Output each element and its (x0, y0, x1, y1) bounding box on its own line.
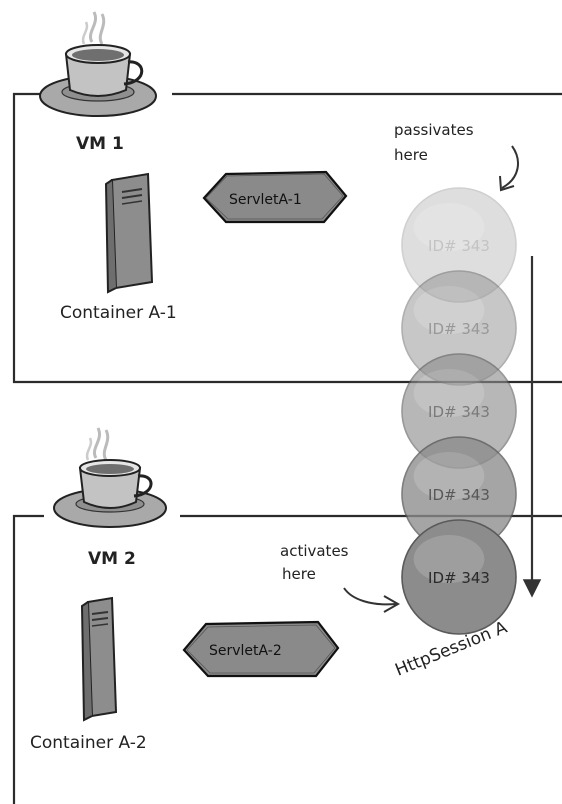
session-id-label: ID# 343 (428, 569, 490, 587)
activates-label: activates (280, 542, 349, 560)
passivates-curved-arrow-icon (502, 146, 518, 188)
migration-arrowhead-icon (524, 580, 540, 596)
passivates-here-label: here (394, 146, 428, 164)
activates-curved-arrow-icon (344, 588, 396, 604)
session-id-label: ID# 343 (428, 320, 490, 338)
session-id-label: ID# 343 (428, 486, 490, 504)
vm2-coffee-cup-icon (54, 428, 166, 527)
vm1-server-icon (106, 174, 152, 292)
session-circle: ID# 343 (402, 520, 516, 634)
vm2-servlet-label: ServletA-2 (209, 643, 282, 659)
vm2-container-label: Container A-2 (30, 733, 147, 753)
session-id-label: ID# 343 (428, 403, 490, 421)
vm1-container-label: Container A-1 (60, 303, 177, 323)
passivates-label: passivates (394, 121, 474, 139)
vm1-coffee-cup-icon (40, 12, 156, 116)
vm2-server-icon (82, 598, 116, 720)
session-id-label: ID# 343 (428, 237, 490, 255)
activates-here-label: here (282, 565, 316, 583)
vm1-servlet-label: ServletA-1 (229, 192, 302, 208)
vm1-label: VM 1 (76, 134, 124, 154)
vm2-label: VM 2 (88, 549, 136, 569)
